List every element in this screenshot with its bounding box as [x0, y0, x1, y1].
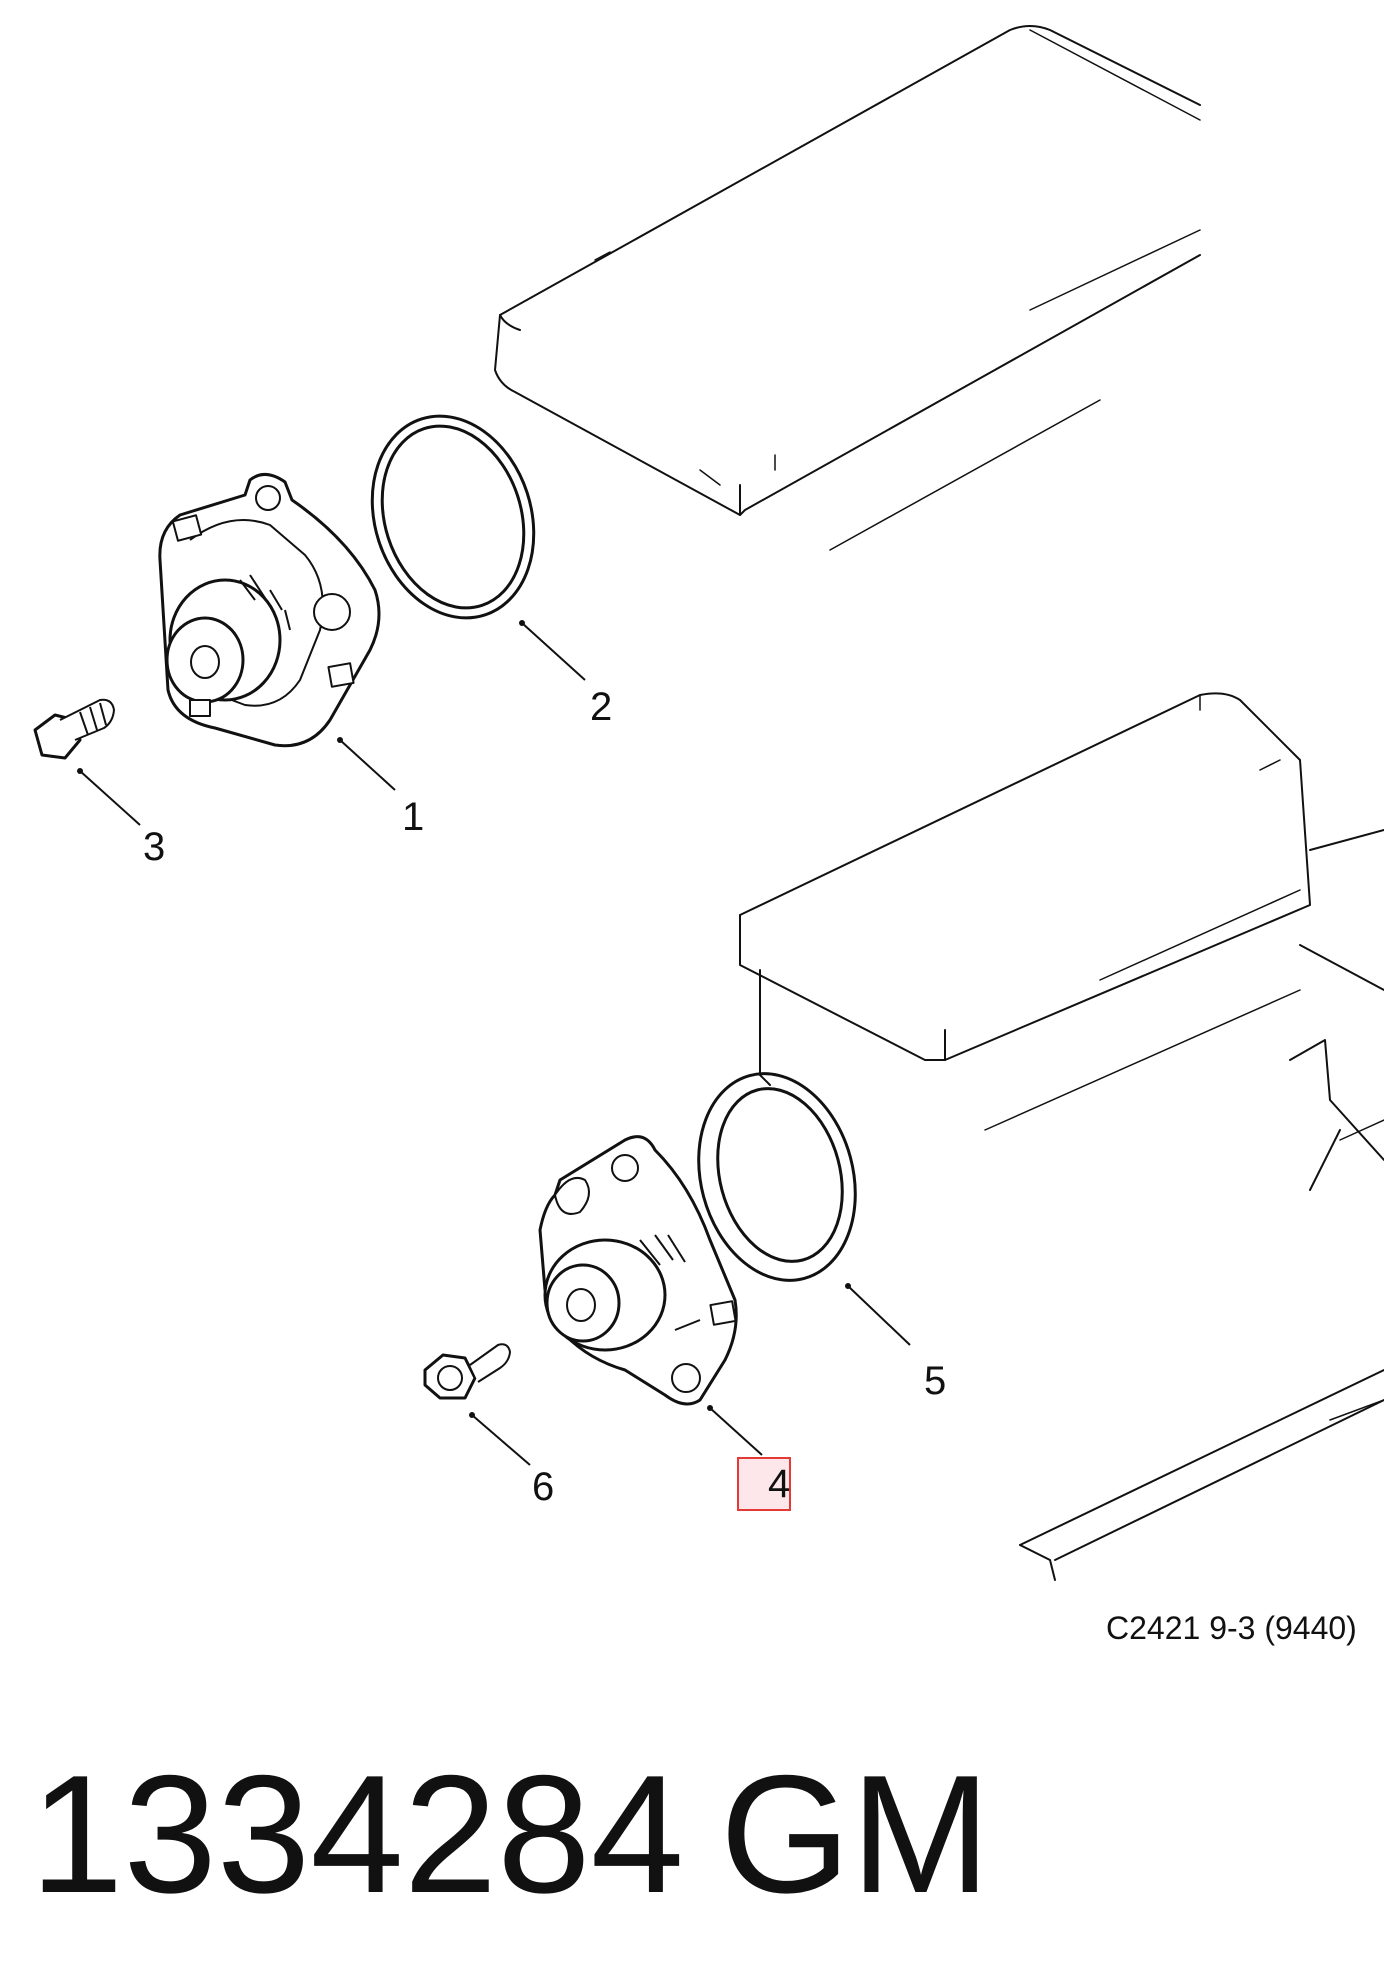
leader-line-4 [709, 1407, 763, 1456]
callout-4: 4 [768, 1462, 790, 1506]
leader-dot-6 [469, 1412, 475, 1418]
leader-dot-4 [707, 1405, 713, 1411]
engine-block-upper [494, 25, 1201, 551]
gasket-lower [697, 1072, 857, 1282]
leader-dot-2 [519, 620, 525, 626]
water-pump-lower [538, 1135, 738, 1406]
leader-line-6 [471, 1414, 531, 1466]
leader-line-2 [521, 622, 586, 681]
brand-label: GM [720, 1740, 991, 1928]
engine-block-lower [739, 692, 1384, 1581]
bolt-lower [423, 1343, 511, 1400]
callout-2: 2 [590, 685, 612, 729]
part-number: 1334284 [30, 1740, 685, 1928]
leader-line-3 [79, 770, 141, 826]
leader-lines [77, 620, 911, 1466]
callout-5: 5 [924, 1359, 946, 1403]
bolt-upper [33, 698, 115, 760]
callout-1: 1 [402, 795, 424, 839]
o-ring-upper [370, 414, 536, 620]
highlight-box-part-4 [737, 1457, 791, 1511]
water-pump-upper [158, 473, 381, 748]
leader-line-1 [339, 739, 396, 791]
leader-dot-5 [845, 1283, 851, 1289]
callout-3: 3 [143, 825, 165, 869]
diagram-code: C2421 9-3 (9440) [1106, 1610, 1357, 1646]
leader-dot-3 [77, 768, 83, 774]
callout-6: 6 [532, 1465, 554, 1509]
leader-line-5 [847, 1285, 911, 1346]
leader-dot-1 [337, 737, 343, 743]
